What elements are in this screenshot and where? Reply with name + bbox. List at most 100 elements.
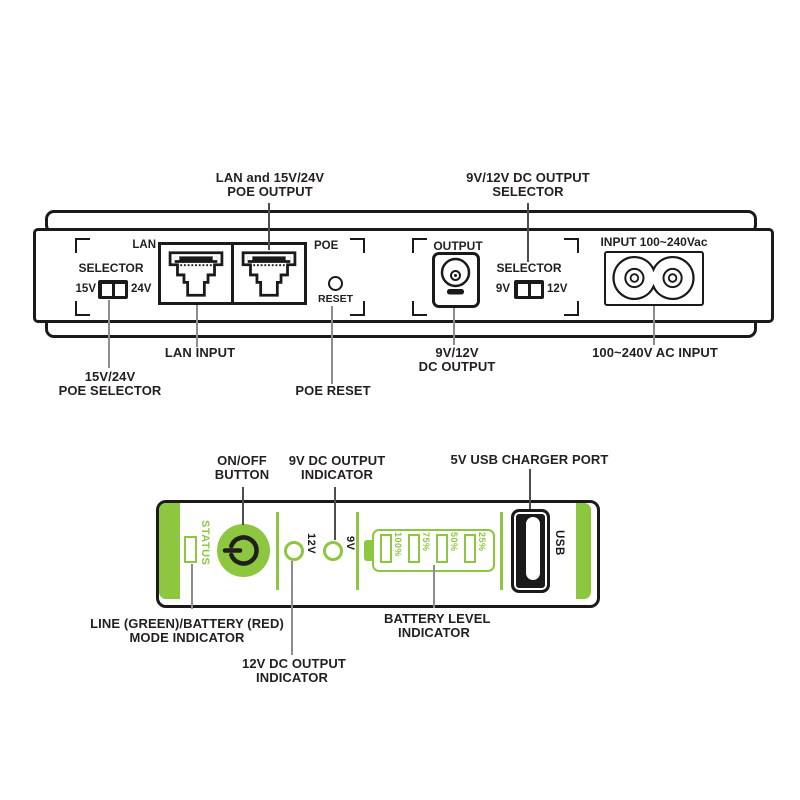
- callout-9v-indicator: 9V DC OUTPUT INDICATOR: [287, 454, 387, 481]
- usb-charger-port: [511, 509, 550, 593]
- poe-selector-title: SELECTOR: [78, 261, 144, 275]
- callout-line: MODE INDICATOR: [129, 629, 245, 645]
- leader-line: [268, 203, 270, 250]
- callout-line: SELECTOR: [492, 183, 564, 199]
- dc-selector-title: SELECTOR: [496, 261, 562, 275]
- battery-bar: [464, 534, 476, 563]
- rj45-jack-icon: [168, 250, 224, 297]
- leader-line: [191, 564, 193, 609]
- poe-reset-button: [328, 276, 343, 291]
- ac-inlet: [604, 251, 704, 306]
- bracket-mark: [412, 301, 427, 316]
- leader-line: [108, 300, 110, 368]
- callout-line: LAN INPUT: [164, 345, 236, 360]
- switch-knob: [114, 283, 125, 296]
- panel-divider: [356, 512, 359, 590]
- dc-output-jack: [432, 252, 480, 308]
- panel-divider: [276, 512, 279, 590]
- dc-selector-12v-label: 12V: [547, 283, 568, 295]
- callout-line: 12V DC OUTPUT: [242, 656, 346, 671]
- callout-poe-output: LAN and 15V/24V POE OUTPUT: [190, 171, 350, 198]
- callout-onoff-button: ON/OFF BUTTON: [192, 454, 292, 481]
- dc-jack-icon: [440, 257, 471, 295]
- leader-line: [242, 487, 244, 525]
- dc-selector-9v-label: 9V: [495, 283, 510, 295]
- poe-port-label: POE: [314, 240, 339, 252]
- led-12v-indicator: [284, 541, 304, 561]
- callout-line: POE SELECTOR: [58, 382, 162, 398]
- rear-panel: SELECTOR 15V 24V LAN: [33, 228, 774, 323]
- callout-line: 9V/12V DC OUTPUT: [466, 170, 590, 185]
- switch-window: [530, 283, 541, 296]
- usb-label: USB: [553, 530, 565, 556]
- callout-line: POE RESET: [295, 383, 371, 398]
- callout-line: 5V USB CHARGER PORT: [450, 452, 609, 467]
- poe-selector-15v-label: 15V: [75, 283, 96, 295]
- battery-level-indicator: 100% 75% 50% 25%: [372, 529, 495, 572]
- bracket-mark: [350, 301, 365, 316]
- battery-level-label: 75%: [421, 532, 431, 552]
- green-edge-left: [159, 503, 180, 599]
- label-12v: 12V: [305, 533, 317, 555]
- leader-line: [433, 565, 435, 608]
- callout-ac-input: 100~240V AC INPUT: [575, 346, 735, 360]
- callout-line: 9V DC OUTPUT: [288, 453, 386, 468]
- leader-line: [196, 305, 198, 347]
- callout-line: BUTTON: [214, 466, 270, 482]
- battery-level-label: 50%: [449, 532, 459, 552]
- callout-poe-selector: 15V/24V POE SELECTOR: [40, 370, 180, 397]
- callout-line: ON/OFF: [217, 453, 267, 468]
- leader-line: [453, 308, 455, 345]
- switch-knob: [517, 283, 528, 296]
- callout-dc-output: 9V/12V DC OUTPUT: [407, 346, 507, 373]
- status-mode-led: [184, 536, 197, 563]
- battery-bar: [380, 534, 392, 563]
- callout-line: BATTERY LEVEL: [384, 611, 491, 626]
- switch-window: [101, 283, 112, 296]
- callout-line: 100~240V AC INPUT: [592, 345, 718, 360]
- callout-usb-port: 5V USB CHARGER PORT: [447, 453, 612, 467]
- callout-poe-reset: POE RESET: [283, 384, 383, 398]
- leader-line: [291, 561, 293, 655]
- callout-line: LAN and 15V/24V: [215, 170, 325, 185]
- leader-line: [334, 487, 336, 540]
- callout-line: LINE (GREEN)/BATTERY (RED): [90, 616, 284, 631]
- leader-line: [653, 306, 655, 345]
- callout-line: DC OUTPUT: [418, 358, 496, 374]
- callout-12v-indicator: 12V DC OUTPUT INDICATOR: [242, 656, 346, 685]
- battery-level-label: 100%: [393, 532, 403, 558]
- callout-line: INDICATOR: [256, 669, 328, 685]
- bracket-mark: [412, 238, 427, 253]
- leader-line: [529, 469, 531, 509]
- callout-battery-indicator: BATTERY LEVEL INDICATOR: [384, 611, 491, 640]
- lan-input-port: [161, 245, 231, 302]
- c8-inlet-icon: [612, 255, 695, 301]
- callout-line: INDICATOR: [301, 466, 373, 482]
- poe-voltage-switch: [98, 280, 128, 299]
- label-9v: 9V: [344, 536, 356, 551]
- leader-line: [527, 203, 529, 262]
- ac-input-label: INPUT 100~240Vac: [600, 235, 708, 249]
- callout-dc-output-selector: 9V/12V DC OUTPUT SELECTOR: [448, 171, 608, 198]
- callout-line: INDICATOR: [398, 624, 470, 640]
- rj45-port-block: [158, 242, 307, 305]
- panel-divider: [500, 512, 503, 590]
- led-9v-indicator: [323, 541, 343, 561]
- lan-port-label: LAN: [132, 239, 156, 251]
- leader-line: [331, 306, 333, 384]
- power-icon: [222, 535, 259, 566]
- dc-output-label: OUTPUT: [433, 239, 483, 253]
- callout-lan-input: LAN INPUT: [150, 346, 250, 360]
- bracket-mark: [75, 301, 90, 316]
- battery-bar: [408, 534, 420, 563]
- rj45-jack-icon: [241, 250, 297, 297]
- poe-output-port: [231, 245, 304, 302]
- callout-mode-indicator: LINE (GREEN)/BATTERY (RED) MODE INDICATO…: [50, 617, 324, 644]
- battery-bar: [436, 534, 448, 563]
- battery-level-label: 25%: [477, 532, 487, 552]
- usb-tongue: [526, 517, 540, 580]
- front-panel: STATUS 12V 9V 100% 75% 50% 25%: [156, 500, 600, 608]
- battery-nub: [364, 540, 373, 561]
- green-edge-right: [576, 503, 591, 599]
